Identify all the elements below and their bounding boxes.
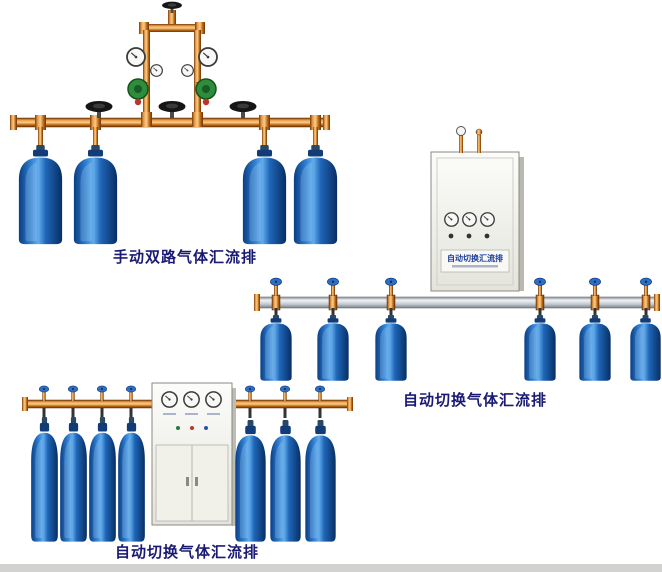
pressure-gauge bbox=[183, 391, 200, 408]
gas-cylinder bbox=[18, 145, 63, 245]
gas-cylinder bbox=[293, 145, 338, 245]
pressure-gauge bbox=[161, 391, 178, 408]
pressure-regulators bbox=[126, 47, 218, 106]
pressure-gauge bbox=[181, 64, 194, 77]
caption-manual-double-manifold: 手动双路气体汇流排 bbox=[112, 249, 257, 266]
gas-cylinder bbox=[305, 420, 336, 542]
valve-handwheel bbox=[229, 101, 257, 118]
gas-cylinder bbox=[31, 417, 58, 542]
pressure-gauge bbox=[126, 47, 146, 67]
regulator-knob bbox=[202, 98, 210, 106]
control-knob bbox=[466, 233, 472, 239]
pressure-gauge bbox=[198, 47, 218, 67]
cylinder-valve bbox=[385, 277, 397, 296]
gas-cylinder bbox=[630, 315, 661, 381]
cylinder-valve bbox=[96, 385, 108, 401]
control-knob bbox=[448, 233, 454, 239]
indicator-light bbox=[190, 426, 194, 430]
gas-cylinders bbox=[260, 315, 661, 381]
pressure-gauge bbox=[462, 212, 477, 227]
indicator-light bbox=[204, 426, 208, 430]
door-handle bbox=[186, 477, 189, 486]
control-cabinet: 自动切换汇流排 bbox=[430, 126, 524, 292]
gas-cylinder bbox=[235, 420, 266, 542]
gas-cylinder bbox=[579, 315, 611, 381]
cylinder-valve bbox=[279, 385, 291, 401]
cylinder-valve bbox=[534, 277, 546, 296]
gas-cylinder bbox=[524, 315, 556, 381]
control-cabinet bbox=[151, 382, 236, 526]
control-knob bbox=[484, 233, 490, 239]
pressure-gauge bbox=[444, 212, 459, 227]
gas-cylinder bbox=[242, 145, 287, 245]
cylinder-valve bbox=[125, 385, 137, 401]
valve-handwheel bbox=[158, 101, 186, 118]
manifold-center-assembly bbox=[139, 1, 205, 120]
cylinder-valve bbox=[640, 277, 652, 296]
pressure-gauge bbox=[150, 64, 163, 77]
gas-cylinder bbox=[73, 145, 118, 245]
cylinder-valve bbox=[270, 277, 282, 296]
cylinder-valve bbox=[38, 385, 50, 401]
gas-cylinder bbox=[375, 315, 407, 381]
manual-double-manifold-figure bbox=[10, 1, 338, 245]
top-valve-handwheel bbox=[162, 1, 182, 13]
valve-handwheel bbox=[85, 101, 113, 118]
auto-switch-manifold-figure: 自动切换汇流排 bbox=[254, 126, 661, 381]
cylinder-valve bbox=[314, 385, 326, 401]
regulator-knob bbox=[134, 98, 142, 106]
gas-cylinder bbox=[118, 417, 145, 542]
door-handle bbox=[195, 477, 198, 486]
gas-cylinder bbox=[317, 315, 349, 381]
cylinder-valve bbox=[244, 385, 256, 401]
pressure-gauge bbox=[205, 391, 222, 408]
manifold-main-pipe bbox=[10, 101, 330, 147]
indicator-light bbox=[176, 426, 180, 430]
gas-cylinder bbox=[89, 417, 116, 542]
cabinet-plate-text: 自动切换汇流排 bbox=[447, 253, 503, 263]
manifold-header-pipe bbox=[254, 277, 660, 317]
cylinder-valve bbox=[327, 277, 339, 296]
cylinder-valve bbox=[67, 385, 79, 401]
cylinder-valve bbox=[589, 277, 601, 296]
gas-cylinder bbox=[270, 420, 301, 542]
caption-auto-switch-cabinet-manifold: 自动切换气体汇流排 bbox=[114, 544, 259, 561]
caption-auto-switch-manifold: 自动切换气体汇流排 bbox=[402, 392, 547, 409]
auto-switch-cabinet-manifold-figure bbox=[22, 382, 353, 542]
gas-cylinders bbox=[18, 145, 338, 245]
gas-cylinder bbox=[60, 417, 87, 542]
bottom-divider bbox=[0, 564, 662, 572]
pressure-gauge bbox=[480, 212, 495, 227]
pressure-gauge bbox=[456, 126, 466, 136]
gas-cylinder bbox=[260, 315, 292, 381]
